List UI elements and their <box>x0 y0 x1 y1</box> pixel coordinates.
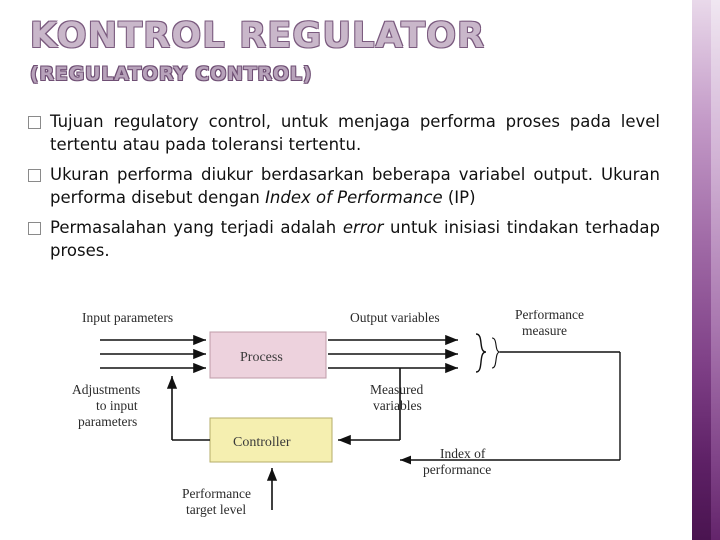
label-adjustments-3: parameters <box>78 414 137 429</box>
square-bullet-icon <box>28 168 41 182</box>
label-input-parameters: Input parameters <box>82 310 173 325</box>
list-item: Tujuan regulatory control, untuk menjaga… <box>28 110 660 157</box>
label-performance-measure-1: Performance <box>515 310 584 322</box>
list-item: Ukuran performa diukur berdasarkan beber… <box>28 163 660 210</box>
decorative-right-gradient-inner <box>711 0 720 540</box>
square-bullet-icon <box>28 116 41 129</box>
bullet-text-2: Ukuran performa diukur berdasarkan beber… <box>50 164 660 208</box>
regulatory-control-block-diagram: Input parameters Output variables Perfor… <box>60 310 660 522</box>
square-bullet-icon <box>28 221 41 235</box>
bullet-text-1: Tujuan regulatory control, untuk menjaga… <box>50 112 660 155</box>
page-title: KONTROL REGULATOR <box>30 16 486 56</box>
label-output-variables: Output variables <box>350 310 440 325</box>
process-block-label: Process <box>240 350 283 365</box>
title-block: KONTROL REGULATOR (REGULATORY CONTROL) <box>30 18 670 85</box>
bullet-list: Tujuan regulatory control, untuk menjaga… <box>28 110 660 269</box>
decorative-right-gradient-band <box>692 0 720 540</box>
label-measured-variables-2: variables <box>373 398 422 413</box>
label-performance-target-2: target level <box>186 502 246 517</box>
label-performance-target-1: Performance <box>182 486 251 501</box>
bullet-text-3: Permasalahan yang terjadi adalah error u… <box>50 217 660 261</box>
label-adjustments-1: Adjustments <box>72 382 140 397</box>
list-item: Permasalahan yang terjadi adalah error u… <box>28 216 660 263</box>
process-block <box>209 331 327 379</box>
label-performance-measure-2: measure <box>522 323 567 338</box>
controller-block <box>209 417 333 463</box>
page-subtitle: (REGULATORY CONTROL) <box>30 62 313 85</box>
label-index-of-performance-2: performance <box>423 462 491 477</box>
label-index-of-performance-1: Index of <box>440 446 486 461</box>
label-measured-variables-1: Measured <box>370 382 423 397</box>
label-adjustments-2: to input <box>96 398 138 413</box>
controller-block-label: Controller <box>233 435 291 450</box>
